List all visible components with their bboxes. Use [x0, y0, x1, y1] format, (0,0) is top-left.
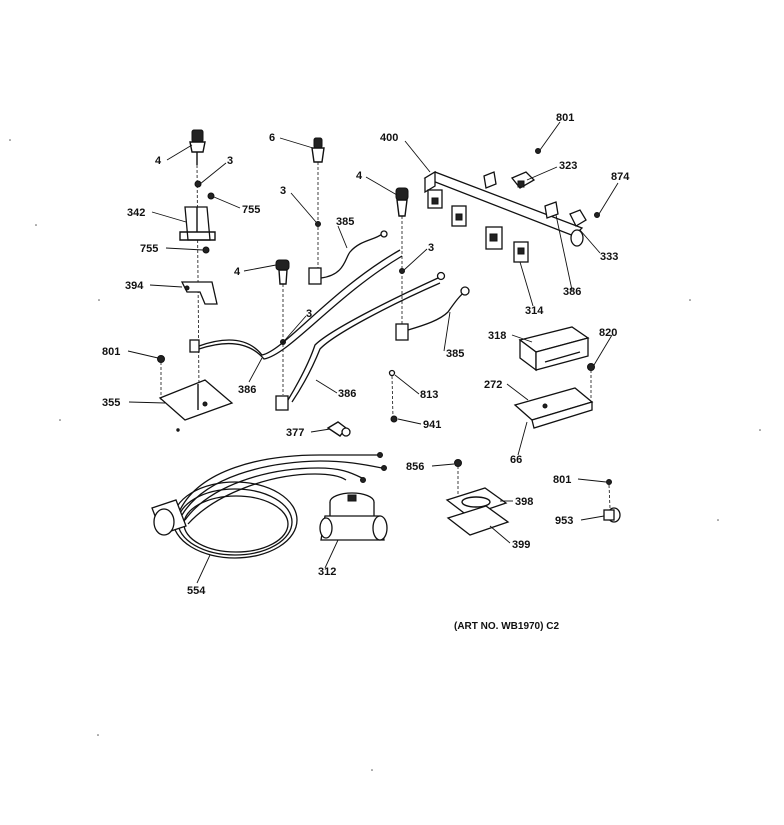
label-874: 874 [611, 171, 630, 183]
screw-755-upper [207, 192, 215, 200]
screw-3-right [399, 268, 405, 274]
part-labels: 4 3 6 400 801 323 874 4 3 342 755 385 3 … [102, 112, 630, 597]
fitting-385-top [308, 267, 322, 285]
bracket-272 [513, 387, 594, 429]
manifold-400 [423, 170, 584, 247]
spark-module-318 [518, 326, 590, 372]
label-386-left: 386 [238, 384, 256, 396]
label-3-lower: 3 [306, 308, 312, 320]
clip-377 [326, 421, 351, 437]
tube-386-left-a [198, 249, 401, 356]
label-4-center-left: 4 [234, 266, 241, 278]
dot-mark [176, 428, 180, 432]
screw-856 [454, 459, 462, 467]
pilot-left [189, 339, 200, 353]
label-323: 323 [559, 160, 577, 172]
label-941: 941 [423, 419, 441, 431]
ignitor-6 [311, 137, 325, 163]
label-3-mid: 3 [280, 185, 286, 197]
label-398: 398 [515, 496, 533, 508]
label-272: 272 [484, 379, 502, 391]
tube-386-right-a [287, 277, 439, 401]
gasket-398 [445, 487, 508, 517]
nut-941 [390, 415, 398, 423]
ignitor-4-top-left [189, 129, 206, 165]
screw-801-left [157, 355, 165, 363]
tube-385-bottom [407, 289, 468, 331]
screw-3-left [194, 180, 202, 188]
label-820: 820 [599, 327, 617, 339]
valve-314 [513, 241, 529, 263]
label-333: 333 [600, 251, 618, 263]
fitting-386-bottom [275, 395, 289, 411]
label-355: 355 [102, 397, 120, 409]
label-318: 318 [488, 330, 506, 342]
label-342: 342 [127, 207, 145, 219]
screw-801-top [535, 148, 541, 154]
fitting-953 [603, 507, 621, 523]
tube-386-end [436, 271, 446, 281]
label-813: 813 [420, 389, 438, 401]
label-314: 314 [525, 305, 544, 317]
label-6: 6 [269, 132, 275, 144]
tube-385-end [380, 230, 388, 238]
screw-801-right [606, 479, 612, 485]
pressure-regulator-312 [319, 492, 388, 541]
screw-3-center [315, 221, 321, 227]
label-4-top-left: 4 [155, 155, 162, 167]
label-312: 312 [318, 566, 336, 578]
alignment-801-right [608, 484, 611, 509]
label-755-lower: 755 [140, 243, 158, 255]
label-801-left: 801 [102, 346, 120, 358]
label-366: 386 [563, 286, 581, 298]
leader-lines [127, 121, 619, 584]
bracket-394 [180, 281, 218, 305]
label-66: 66 [510, 454, 522, 466]
valve-left-2 [451, 205, 467, 227]
label-801-top: 801 [556, 112, 574, 124]
ignitor-4-center-left [275, 259, 290, 285]
tube-386-left-b [198, 255, 403, 360]
label-377: 377 [286, 427, 304, 439]
label-4-center: 4 [356, 170, 363, 182]
label-399: 399 [512, 539, 530, 551]
art-number: (ART NO. WB1970) C2 [454, 621, 559, 632]
valve-left-1 [427, 189, 443, 209]
screw-874 [594, 212, 600, 218]
label-554: 554 [187, 585, 206, 597]
alignment-813 [391, 375, 394, 419]
screw-813 [388, 369, 396, 377]
plate-355 [158, 379, 234, 421]
alignment-line-left [196, 164, 200, 391]
tube-385-bottom-end [460, 286, 470, 296]
label-385-bottom: 385 [446, 348, 464, 360]
label-386-right: 386 [338, 388, 356, 400]
clip-333 [569, 209, 587, 227]
label-3-top: 3 [227, 155, 233, 167]
label-3-right: 3 [428, 242, 434, 254]
gasket-399 [446, 505, 510, 536]
label-953: 953 [555, 515, 573, 527]
label-394: 394 [125, 280, 144, 292]
clip-upper [483, 171, 497, 189]
label-856: 856 [406, 461, 424, 473]
valve-center [485, 226, 503, 250]
fitting-366 [544, 201, 559, 219]
scan-specks [9, 139, 761, 771]
ignitor-4-center [395, 187, 409, 217]
bracket-342 [179, 206, 216, 241]
fitting-385-bottom [395, 323, 409, 341]
tube-386-right-b [291, 282, 441, 403]
bracket-323 [510, 171, 536, 189]
tube-385-top [320, 233, 383, 279]
wire-harness-554 [151, 452, 387, 559]
label-400: 400 [380, 132, 398, 144]
screw-820 [587, 363, 595, 371]
label-801-right: 801 [553, 474, 571, 486]
label-755-top: 755 [242, 204, 260, 216]
label-385-top: 385 [336, 216, 354, 228]
screw-755-lower [202, 246, 210, 254]
